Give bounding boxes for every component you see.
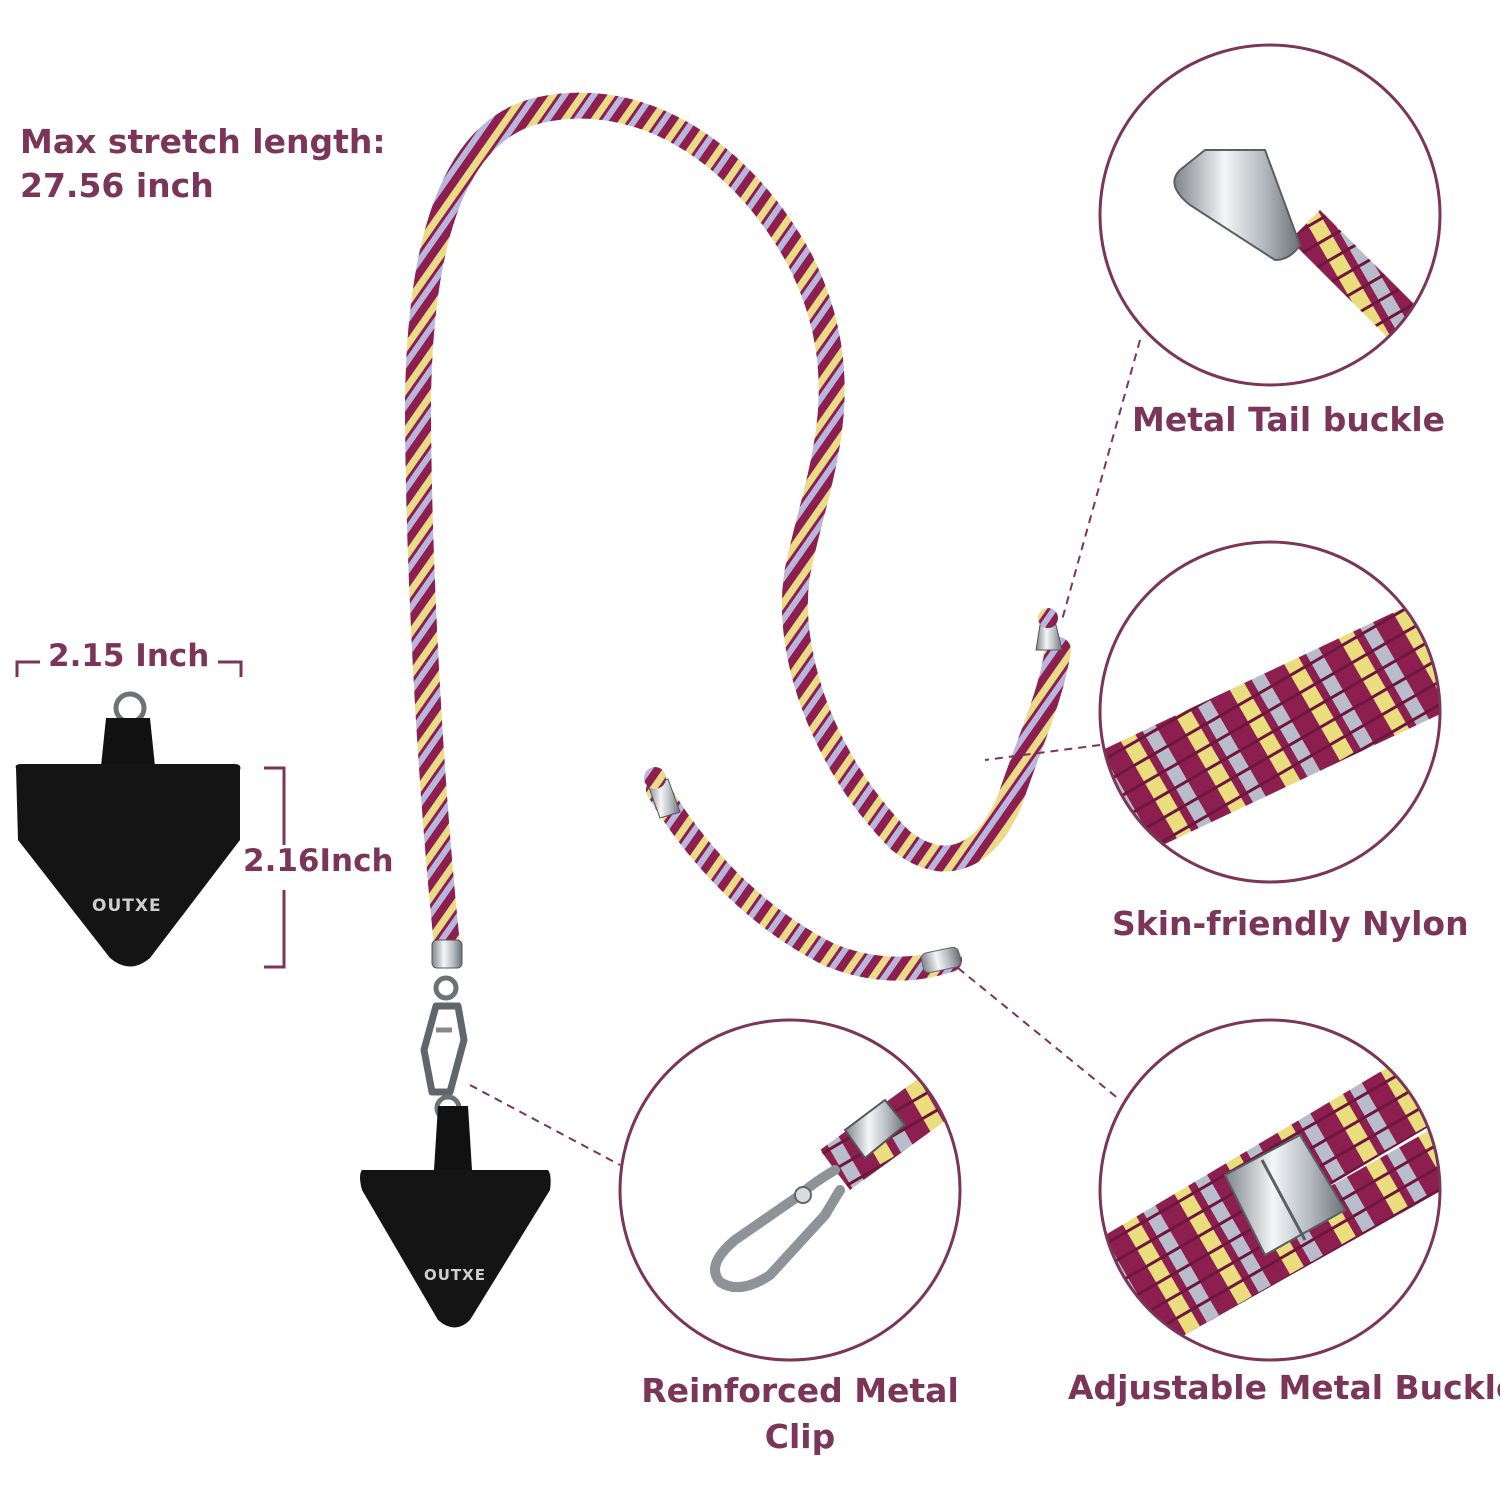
width-dimension-icon bbox=[15, 660, 243, 677]
max-stretch-value: 27.56 inch bbox=[20, 166, 214, 205]
snap-hook-detail-icon bbox=[618, 1018, 962, 1362]
snap-hook-clip-icon bbox=[420, 939, 468, 1122]
feature-label-metal-tail-buckle: Metal Tail buckle bbox=[1132, 400, 1446, 439]
feature-label-skin-friendly-nylon: Skin-friendly Nylon bbox=[1112, 904, 1469, 943]
feature-label-adjustable-metal-buckle: Adjustable Metal Buckle bbox=[1068, 1368, 1500, 1407]
metal-tail-buckle-icon bbox=[1098, 43, 1442, 387]
nylon-texture-icon bbox=[1098, 540, 1442, 884]
max-stretch-title: Max stretch length: bbox=[20, 122, 386, 161]
leader-lines bbox=[469, 339, 1141, 1166]
height-dimension-label: 2.16Inch bbox=[243, 843, 394, 879]
metal-tail-end-icon bbox=[644, 608, 1063, 819]
height-dimension-icon bbox=[264, 766, 286, 969]
max-stretch-length-label: Max stretch length: 27.56 inch bbox=[20, 120, 420, 208]
brand-logo-large: OUTXE bbox=[92, 896, 162, 916]
tether-patch-large-icon bbox=[15, 691, 241, 967]
cord-icon bbox=[404, 92, 1071, 981]
tether-patch-icon bbox=[360, 1106, 551, 1328]
feature-label-reinforced-metal-clip: Reinforced Metal Clip bbox=[641, 1371, 959, 1456]
slider-icon bbox=[920, 946, 962, 974]
width-dimension-label: 2.15 Inch bbox=[48, 638, 210, 674]
brand-logo-small: OUTXE bbox=[424, 1266, 486, 1284]
adjustable-buckle-detail-icon bbox=[1098, 1018, 1442, 1362]
